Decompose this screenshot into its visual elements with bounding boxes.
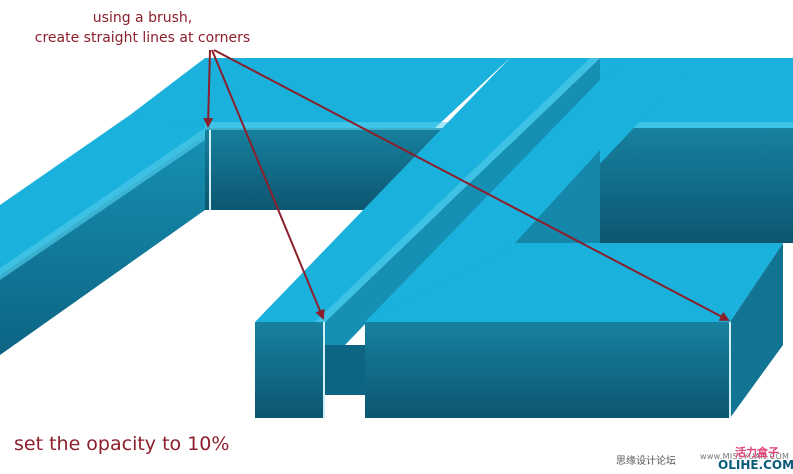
arrow-to-middle-corner xyxy=(211,49,325,320)
top-annotation-line2: create straight lines at corners xyxy=(34,30,251,46)
watermark-url: www.MISSYUAN.COM xyxy=(700,452,790,461)
top-annotation: using a brush, create straight lines at … xyxy=(0,8,285,48)
top-annotation-line1: using a brush, xyxy=(92,10,193,26)
corner-lines xyxy=(209,130,731,418)
annotation-arrows xyxy=(203,49,730,321)
arrow-to-left-corner xyxy=(203,49,214,128)
watermark-chinese: 思缘设计论坛 xyxy=(616,456,676,467)
middle-diagonal-bar xyxy=(255,58,600,345)
arrow-to-right-corner xyxy=(213,49,730,321)
left-diagonal-bar xyxy=(0,115,205,355)
lower-block xyxy=(255,243,783,418)
top-horizontal-bar xyxy=(130,58,510,210)
bottom-annotation: set the opacity to 10% xyxy=(14,433,230,455)
watermark-brand: 活力盒子 xyxy=(735,446,779,459)
watermark-logo: OLIHE.COM xyxy=(718,458,793,472)
